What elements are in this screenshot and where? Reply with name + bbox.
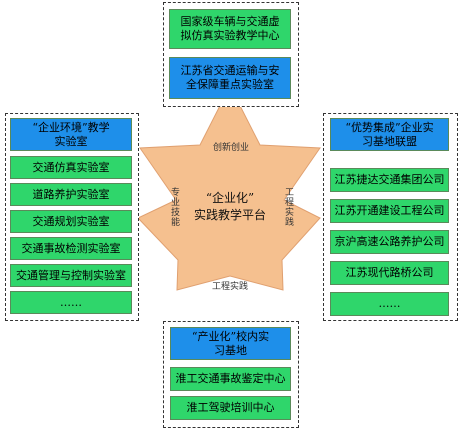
group-bottom: “产业化”校内实习基地 淮工交通事故鉴定中心 淮工驾驶培训中心 <box>163 321 299 428</box>
left-item-3: 交通规划实验室 <box>10 210 132 233</box>
label-right: 工程实践 <box>283 187 293 227</box>
top-item-1: 国家级车辆与交通虚拟仿真实验教学中心 <box>169 9 291 49</box>
right-item-3: 京沪高速公路养护公司 <box>330 230 449 254</box>
left-item-1: 交通仿真实验室 <box>10 156 132 179</box>
right-item-4: 江苏现代路桥公司 <box>330 261 449 285</box>
left-item-5: 交通管理与控制实验室 <box>10 264 132 287</box>
right-item-2: 江苏开通建设工程公司 <box>330 199 449 223</box>
left-item-6: …… <box>10 291 132 314</box>
group-right: “优势集成”企业实习基地联盟 江苏捷达交通集团公司 江苏开通建设工程公司 京沪高… <box>323 113 458 321</box>
group-left: “企业环境”教学实验室 交通仿真实验室 道路养护实验室 交通规划实验室 交通事故… <box>5 113 139 321</box>
group-top: 国家级车辆与交通虚拟仿真实验教学中心 江苏省交通运输与安全保障重点实验室 <box>163 2 299 107</box>
top-item-2: 江苏省交通运输与安全保障重点实验室 <box>169 57 291 99</box>
left-item-2: 道路养护实验室 <box>10 183 132 206</box>
right-header: “优势集成”企业实习基地联盟 <box>330 118 449 151</box>
star-polygon <box>137 84 321 291</box>
label-left: 专业技能 <box>169 187 179 227</box>
bottom-item-2: 淮工驾驶培训中心 <box>170 396 291 420</box>
left-header: “企业环境”教学实验室 <box>10 118 132 151</box>
left-item-4: 交通事故检测实验室 <box>10 237 132 260</box>
label-bottom: 工程实践 <box>212 282 249 292</box>
center-title: “企业化” 实践教学平台 <box>180 190 280 224</box>
label-top: 创新创业 <box>213 143 250 153</box>
right-item-1: 江苏捷达交通集团公司 <box>330 168 449 192</box>
right-item-5: …… <box>330 292 449 316</box>
center-title-line2: 实践教学平台 <box>193 208 266 222</box>
center-title-line1: “企业化” <box>205 191 255 205</box>
bottom-header: “产业化”校内实习基地 <box>170 327 291 360</box>
bottom-item-1: 淮工交通事故鉴定中心 <box>170 367 291 391</box>
